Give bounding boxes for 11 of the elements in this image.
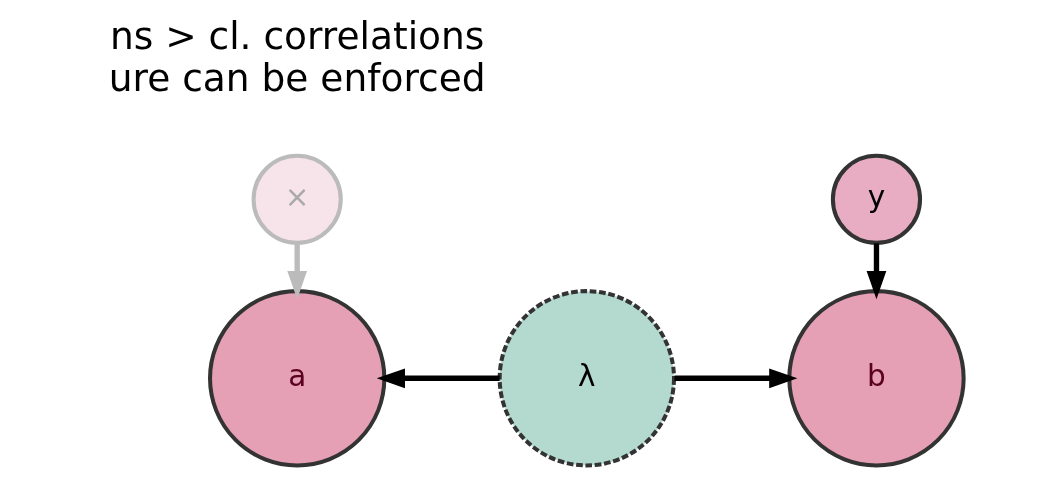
arrow (287, 243, 308, 300)
node-circle: × (251, 153, 343, 245)
node-circle: y (830, 153, 923, 245)
arrow (866, 243, 887, 300)
label: ns > cl. correlations (109, 13, 485, 58)
arrow (376, 368, 500, 389)
node-circle: b (787, 289, 966, 468)
node-circle: a (208, 289, 387, 468)
label: ure can be enforced (108, 55, 486, 100)
node-circle: λ (497, 289, 676, 468)
arrow (674, 368, 798, 389)
